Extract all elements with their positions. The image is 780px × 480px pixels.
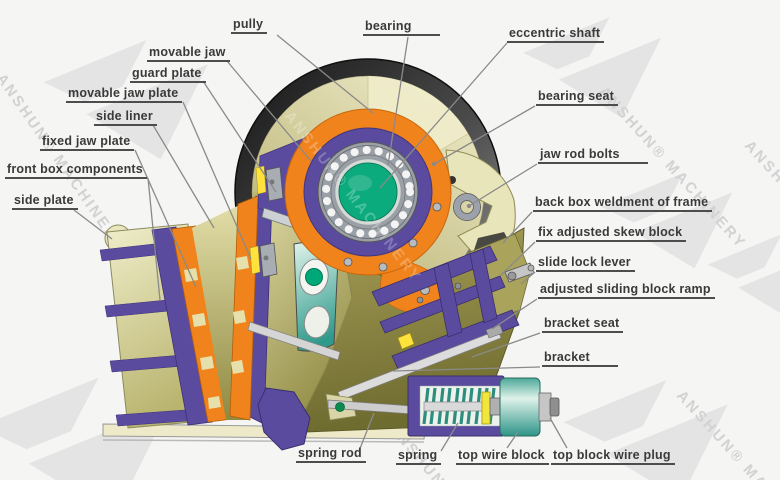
flange-bolts [343,202,442,295]
jaw-rod-bolt-blocks [259,166,284,278]
spring-assembly [325,375,560,437]
label-movable-jaw-plate: movable jaw plate [66,86,183,104]
label-eccentric-shaft: eccentric shaft [507,26,605,44]
bearing-stack [284,108,452,314]
label-top-wire-block: top wire block [456,448,549,466]
top-block-wire-plug-shape [538,392,552,422]
jaw-rod-ring [454,194,480,220]
label-bearing-seat: bearing seat [536,89,619,107]
label-bearing: bearing [363,19,440,37]
callout-lines [73,34,568,452]
toggle-mechanism [247,233,535,401]
label-top-block-wire-plug: top block wire plug [551,448,675,466]
label-side-liner: side liner [94,109,157,127]
label-bracket: bracket [542,350,618,368]
label-guard-plate: guard plate [130,66,206,84]
label-side-plate: side plate [12,193,78,211]
fixed-jaw-teeth [184,268,221,409]
eccentric-shaft-core [338,162,398,222]
label-adjusted-sliding-block-ramp: adjusted sliding block ramp [538,282,715,300]
label-front-box-components: front box components [5,162,147,180]
label-slide-lock-lever: slide lock lever [536,255,635,273]
svg-text:ANSHUN®: ANSHUN® [741,137,780,217]
label-jaw-rod-bolts: jaw rod bolts [538,147,648,165]
label-spring: spring [396,448,442,466]
label-fixed-jaw-plate: fixed jaw plate [40,134,135,152]
bearing-balls [322,146,414,238]
label-back-box-weldment-of-frame: back box weldment of frame [533,195,713,213]
label-movable-jaw: movable jaw [147,45,230,63]
guard-plate-shape [249,165,267,275]
fixed-jaw-assembly [151,225,233,426]
jaw-bottom-hook [257,387,311,451]
label-fix-adjusted-skew-block: fix adjusted skew block [536,225,687,243]
label-spring-rod: spring rod [296,446,366,464]
label-pully: pully [231,17,268,35]
label-bracket-seat: bracket seat [542,316,624,334]
top-wire-block-cylinder [499,377,541,437]
movable-jaw-teeth [231,256,249,374]
